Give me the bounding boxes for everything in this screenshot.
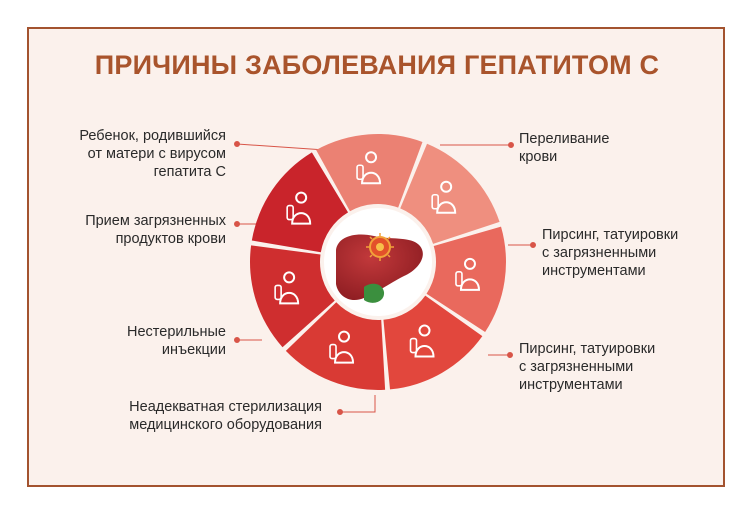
blood-transfusion-icon [431, 180, 457, 214]
gloves-scissors-icon [329, 330, 355, 364]
syringe-icon [274, 271, 300, 305]
connector-lines [234, 141, 536, 415]
page-title: ПРИЧИНЫ ЗАБОЛЕВАНИЯ ГЕПАТИТОМ С [94, 50, 660, 80]
blood-bag-icon [286, 191, 312, 225]
tattoo-machine-icon [409, 324, 435, 358]
ring-segment [400, 143, 500, 244]
ring-segment [249, 245, 335, 348]
couple-icon [455, 257, 480, 291]
ring-segment [383, 295, 483, 390]
pregnant-woman-icon [356, 151, 382, 185]
liver-virus-icon [324, 208, 432, 316]
